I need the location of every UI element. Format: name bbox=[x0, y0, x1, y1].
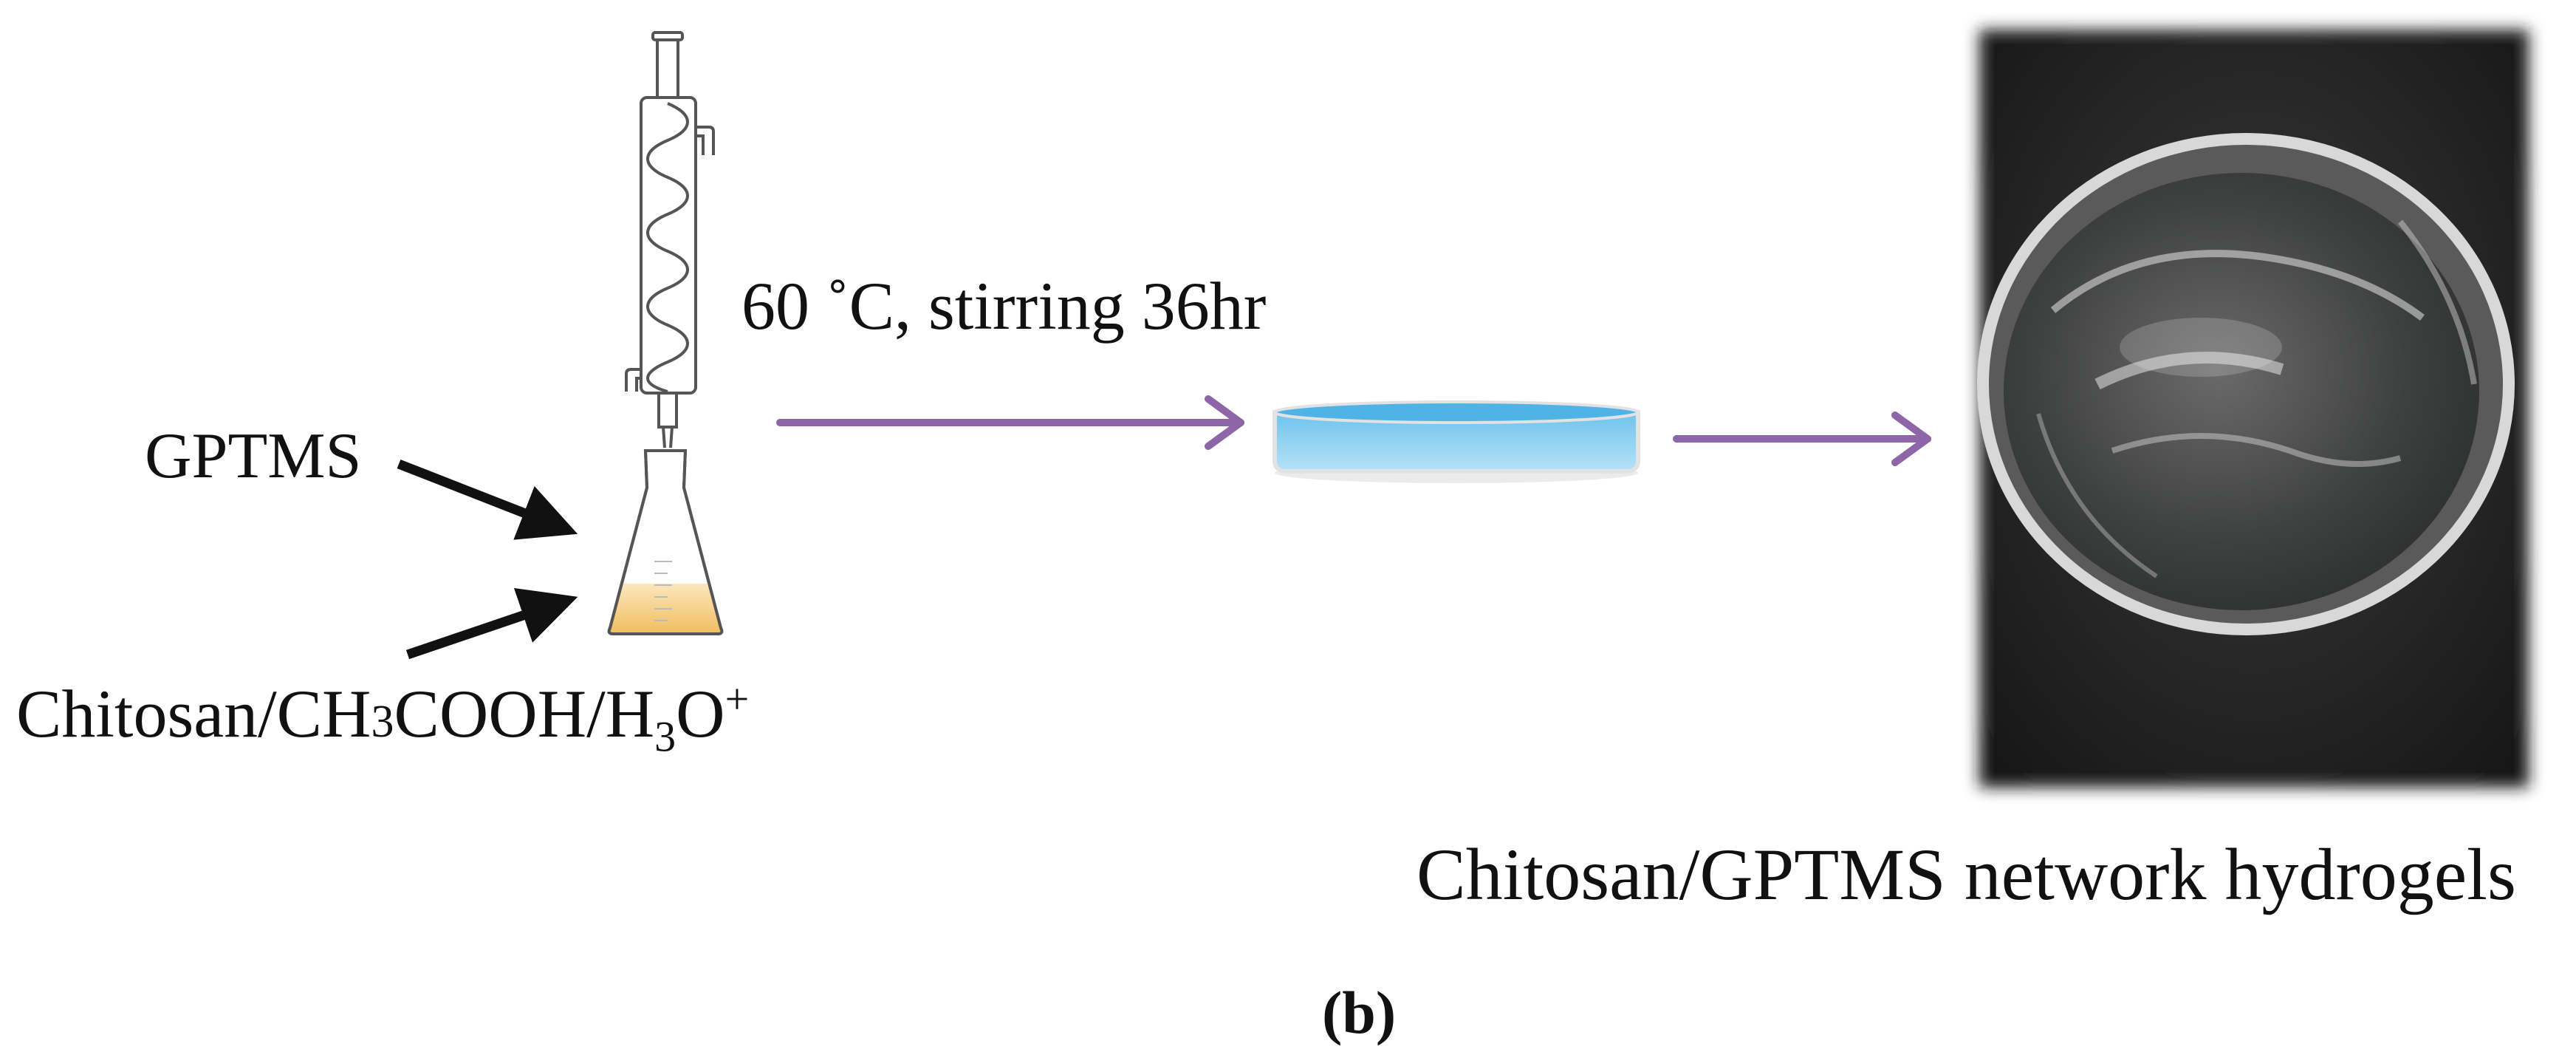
chitosan-solution-label: Chitosan/CH3COOH/H3O+ bbox=[16, 677, 749, 758]
chitosan-arrow bbox=[405, 587, 578, 660]
reagent-part-d: 3 bbox=[654, 712, 676, 761]
panel-label: (b) bbox=[1322, 979, 1397, 1046]
reagent-part-b: 3 bbox=[371, 697, 394, 747]
reagent-part-a: Chitosan/CH bbox=[16, 676, 371, 751]
erlenmeyer-flask-icon bbox=[607, 449, 724, 635]
reagent-part-f: + bbox=[724, 675, 750, 723]
reagent-part-e: O bbox=[676, 676, 725, 751]
hydrogel-photo bbox=[1977, 30, 2529, 788]
reflux-condenser-icon bbox=[625, 31, 715, 448]
product-label: Chitosan/GPTMS network hydrogels bbox=[1417, 833, 2516, 915]
gptms-arrow bbox=[397, 459, 578, 540]
reagent-part-c: COOH/H bbox=[394, 676, 655, 751]
process-arrow-2 bbox=[1673, 412, 1931, 466]
petri-dish-icon bbox=[1272, 400, 1640, 483]
process-arrow-1 bbox=[776, 395, 1244, 450]
reaction-condition-label: 60 ˚C, stirring 36hr bbox=[741, 268, 1267, 344]
gptms-label: GPTMS bbox=[145, 420, 362, 492]
